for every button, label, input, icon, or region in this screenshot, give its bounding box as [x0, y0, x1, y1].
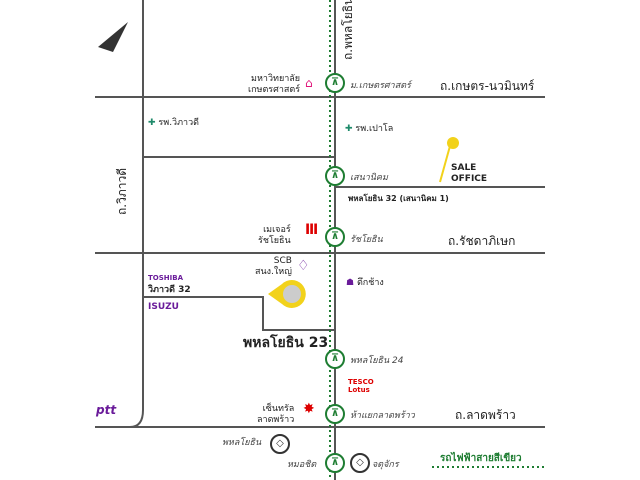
bts-station-icon[interactable]: ⊼: [325, 453, 345, 473]
bts-station-icon[interactable]: ⊼: [325, 73, 345, 93]
tesco-lotus-logo: TESCO Lotus: [348, 378, 374, 394]
ptt-logo: ptt: [96, 403, 117, 417]
bts-station-icon[interactable]: ⊼: [325, 227, 345, 247]
elephant-building-icon: ☗: [346, 278, 355, 288]
vibhavadi-road: [129, 0, 144, 428]
isuzu-logo: ISUZU: [148, 302, 179, 312]
mrt-station-icon[interactable]: ◇: [270, 434, 290, 454]
road-label-phahon23: พหลโยธิน 23: [243, 335, 329, 351]
station-chatuchak[interactable]: จตุจักร: [372, 460, 399, 470]
central-logo: ✸: [303, 401, 315, 417]
station-ratchayothin[interactable]: รัชโยธิน: [350, 235, 383, 245]
toshiba-logo: TOSHIBA: [148, 274, 183, 282]
station-sena[interactable]: เสนานิคม: [350, 173, 388, 183]
major-cineplex-logo: Ⅲ: [305, 222, 319, 238]
road-label-vibha32: วิภาวดี 32: [148, 285, 191, 295]
landmark-paolo-hosp: ✚ รพ.เปาโล: [345, 124, 394, 134]
landmark-major: เมเจอร์ รัชโยธิน: [258, 225, 291, 246]
road-label-phahon32: พหลโยธิน 32 (เสนานิคม 1): [348, 194, 449, 203]
landmark-vibhavadi-hosp: ✚ รพ.วิภาวดี: [148, 118, 199, 128]
landmark-ku: มหาวิทยาลัย เกษตรศาสตร์: [248, 74, 301, 95]
sale-office-pin-icon: [447, 137, 459, 149]
road-label-kaset: ถ.เกษตร-นวมินทร์: [440, 79, 535, 93]
station-mrt-phahon[interactable]: พหลโยธิน: [222, 438, 262, 448]
legend-bts-green: รถไฟฟ้าสายสีเขียว: [440, 453, 522, 464]
landmark-scb: SCB สนง.ใหญ่: [255, 256, 292, 277]
station-mochit[interactable]: หมอชิต: [287, 460, 317, 470]
compass-north-icon: [98, 22, 128, 52]
station-ladprao[interactable]: ห้าแยกลาดพร้าว: [350, 411, 415, 421]
bts-station-icon[interactable]: ⊼: [325, 349, 345, 369]
road-label-vibhavadi: ถ.วิภาวดี: [115, 168, 129, 215]
vibha32-soi: [143, 296, 335, 331]
road-label-ladprao: ถ.ลาดพร้าว: [455, 408, 516, 422]
bts-station-icon[interactable]: ⊼: [325, 404, 345, 424]
road-label-ratchada: ถ.รัชดาภิเษก: [448, 234, 516, 248]
bts-station-icon[interactable]: ⊼: [325, 166, 345, 186]
station-kaset[interactable]: ม.เกษตรศาสตร์: [350, 81, 411, 91]
mrt-station-icon[interactable]: ◇: [350, 453, 370, 473]
road-label-phahonyothin: ถ.พหลโยธิน: [341, 0, 355, 60]
landmark-elephant: ☗ ตึกช้าง: [346, 278, 384, 288]
university-icon: ⌂: [305, 76, 313, 90]
scb-logo: ♢: [297, 258, 310, 274]
sale-office-label: SALE OFFICE: [451, 163, 488, 184]
landmark-central: เซ็นทรัล ลาดพร้าว: [257, 404, 295, 425]
station-phahon24[interactable]: พหลโยธิน 24: [350, 356, 404, 366]
